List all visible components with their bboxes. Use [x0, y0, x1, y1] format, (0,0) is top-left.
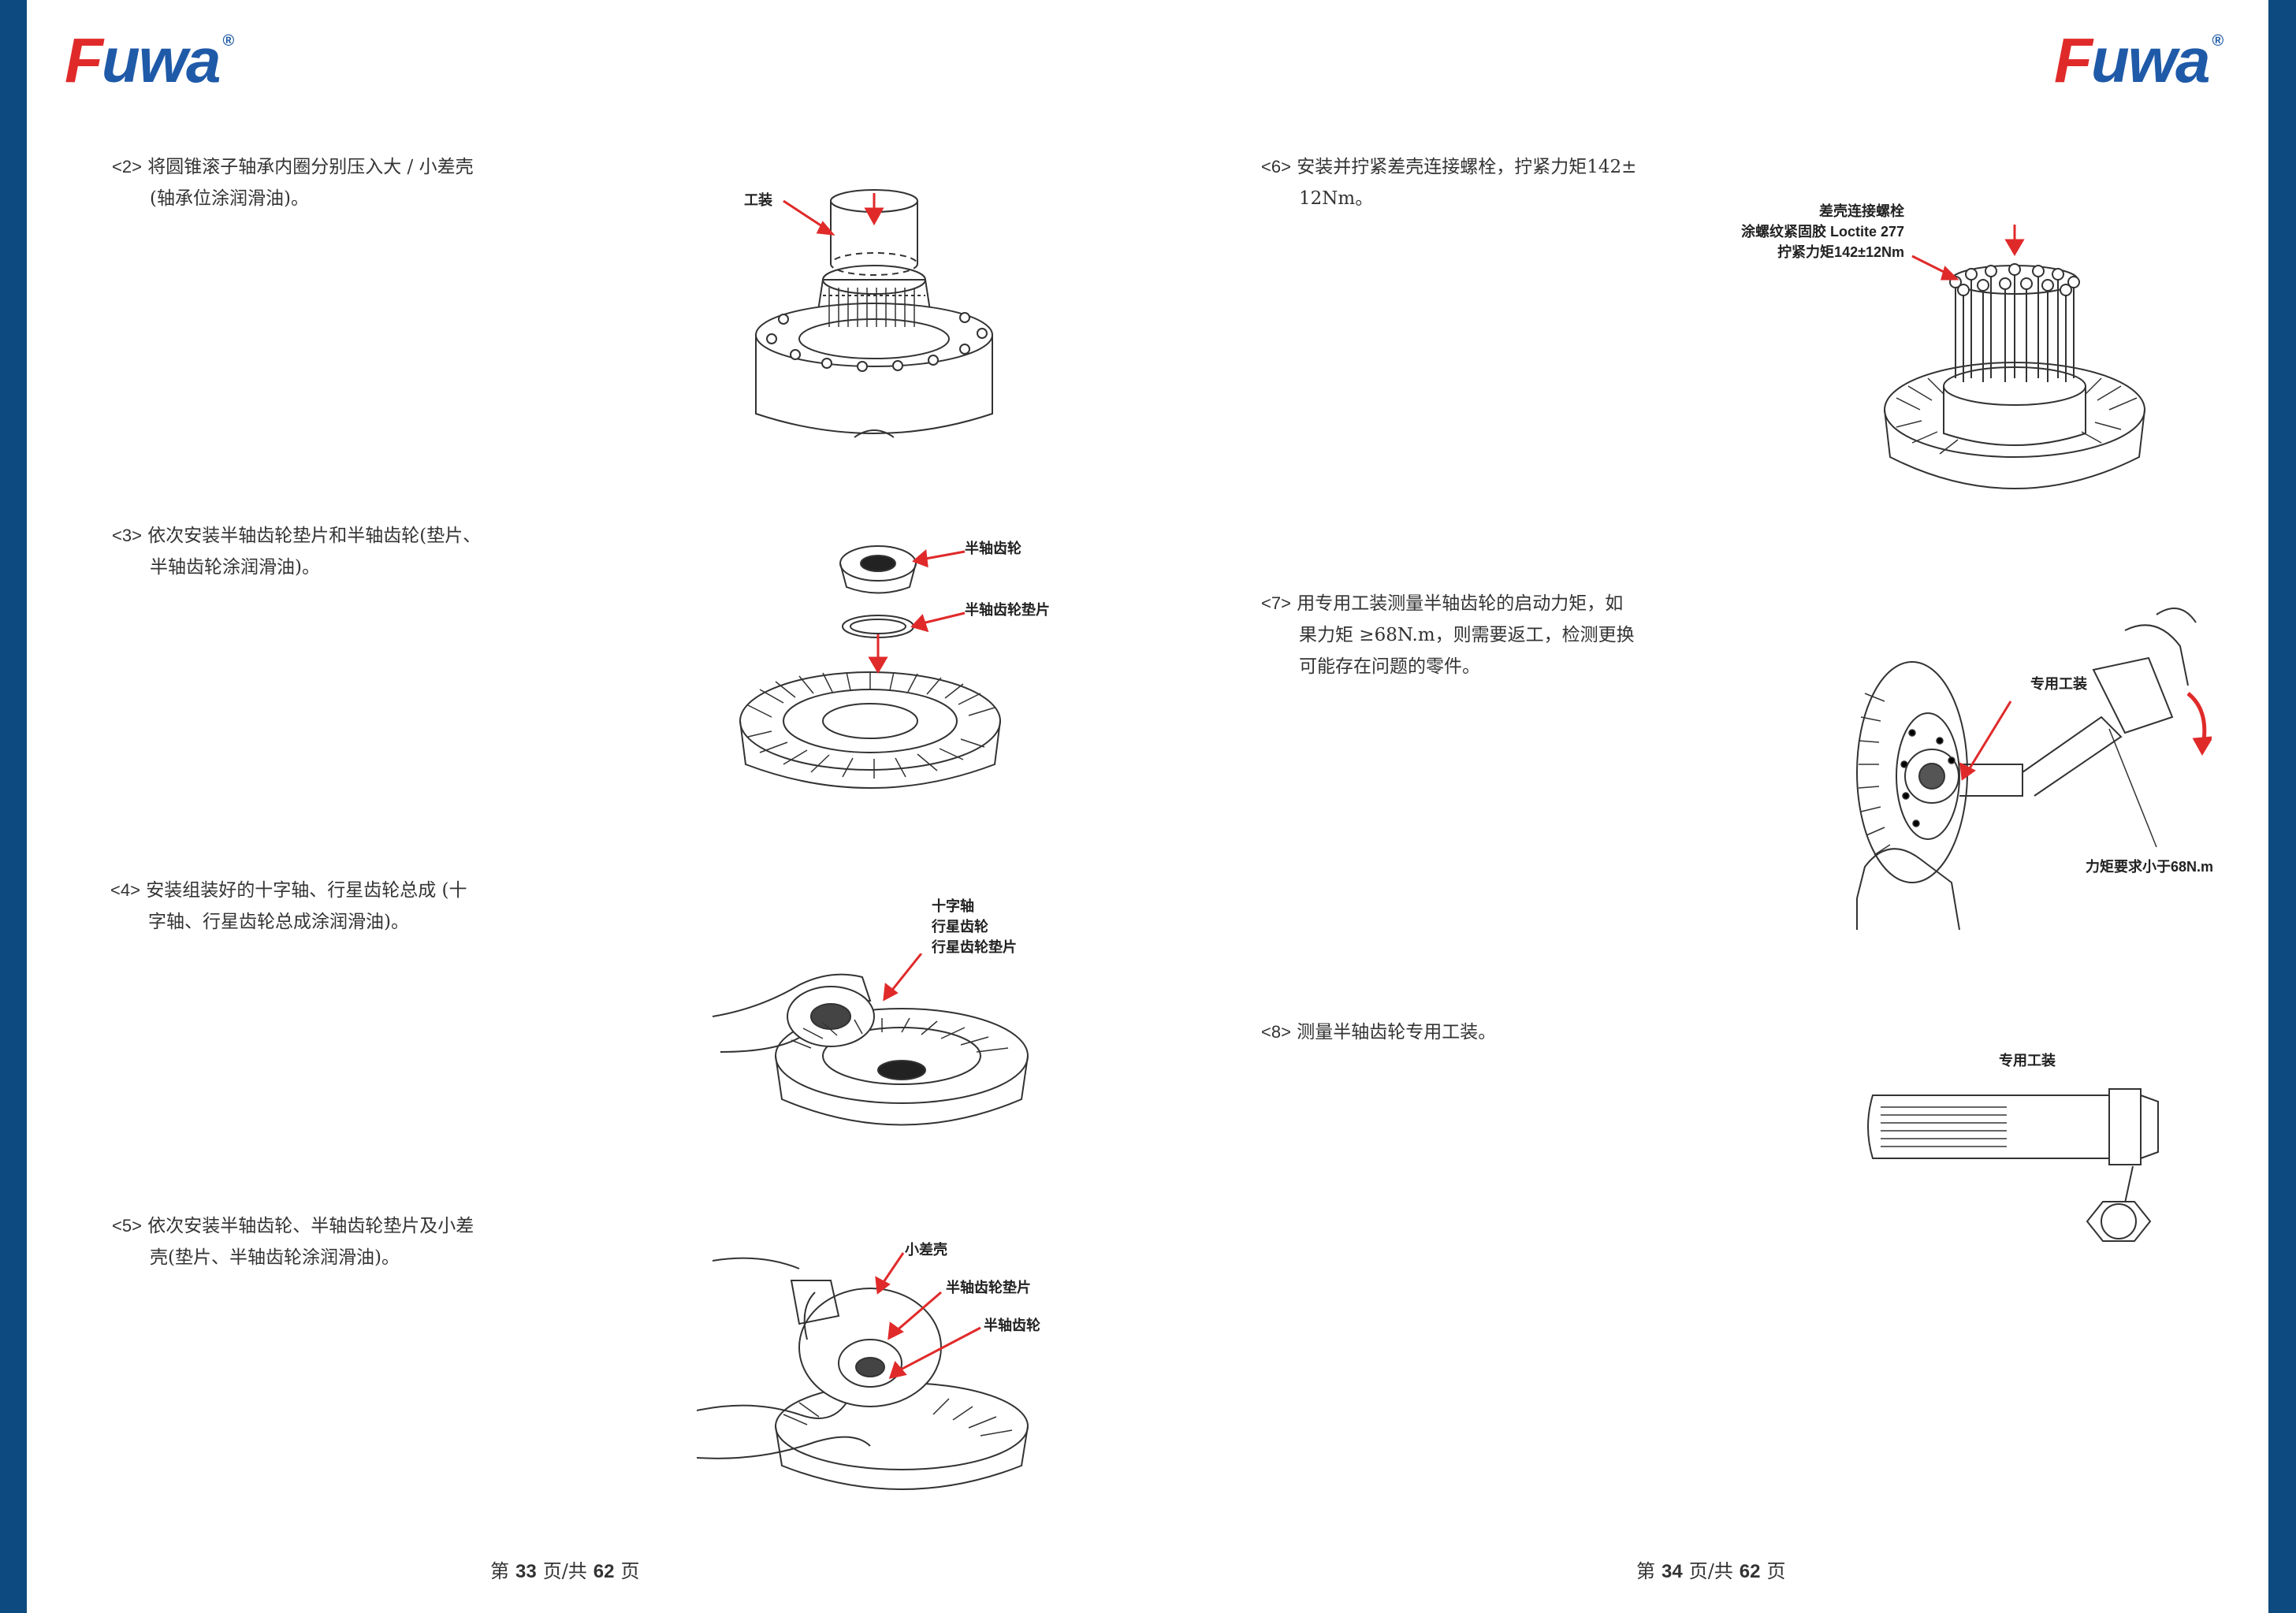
fig2-callout-tool: 工装 [744, 191, 772, 208]
footer-text: 页/共 [542, 1560, 587, 1582]
step-line: 可能存在问题的零件。 [1299, 656, 1480, 677]
step-8-text: <8> 测量半轴齿轮专用工装。 [1261, 1016, 1496, 1048]
step-number: <8> [1261, 1022, 1291, 1042]
step-line: 用专用工装测量半轴齿轮的启动力矩，如 [1297, 593, 1624, 614]
bearing-press-illustration [755, 189, 993, 438]
step-4-text: <4> 安装组装好的十字轴、行星齿轮总成 (十 字轴、行星齿轮总成涂润滑油)。 [110, 875, 467, 938]
step-line: 半轴齿轮涂润滑油)。 [150, 557, 320, 578]
logo-registered-mark: ® [222, 32, 234, 50]
logo-f: F [65, 25, 103, 95]
callout-text: 涂螺纹紧固胶 Loctite 277 [1741, 223, 1904, 240]
side-gear-washer-illustration [739, 545, 1001, 789]
logo-registered-mark: ® [2212, 32, 2223, 50]
footer-page-number: 33 [515, 1561, 537, 1582]
step-line: 安装并拧紧差壳连接螺栓，拧紧力矩142± [1297, 157, 1637, 177]
footer-total-pages: 62 [593, 1561, 615, 1582]
logo-rest: uwa [2090, 25, 2211, 95]
fig5-callouts: 小差壳 半轴齿轮垫片 半轴齿轮 [905, 1241, 1040, 1333]
callout-text: 行星齿轮 [932, 918, 988, 935]
footer-text: 第 [490, 1560, 509, 1582]
step-line: 依次安装半轴齿轮、半轴齿轮垫片及小差 [147, 1216, 474, 1236]
footer-page-number: 34 [1662, 1561, 1683, 1582]
special-tool-illustration [1867, 1088, 2159, 1242]
step-line: 依次安装半轴齿轮垫片和半轴齿轮(垫片、 [147, 526, 482, 546]
torque-measurement-illustration [1856, 608, 2212, 931]
step-line: 字轴、行星齿轮总成涂润滑油)。 [148, 912, 409, 932]
step-line: 壳(垫片、半轴齿轮涂润滑油)。 [150, 1247, 400, 1268]
step-line: 安装组装好的十字轴、行星齿轮总成 (十 [146, 880, 467, 901]
footer-text: 第 [1636, 1560, 1655, 1582]
step-line: 12Nm。 [1299, 188, 1374, 209]
fig8-callout: 专用工装 [1999, 1052, 2056, 1069]
step-number: <6> [1261, 157, 1291, 177]
callout-text: 小差壳 [905, 1241, 947, 1258]
step-number: <7> [1261, 593, 1291, 613]
callout-text: 半轴齿轮垫片 [946, 1279, 1031, 1295]
step-2-text: <2> 将圆锥滚子轴承内圈分别压入大 / 小差壳 (轴承位涂润滑油)。 [112, 151, 474, 214]
footer-text: 页 [1766, 1560, 1786, 1582]
fig3-callouts: 半轴齿轮 半轴齿轮垫片 [965, 540, 1050, 618]
step-number: <4> [110, 880, 140, 900]
step-7-text: <7> 用专用工装测量半轴齿轮的启动力矩，如 果力矩 ≥68N.m，则需要返工，… [1261, 588, 1635, 682]
callout-text: 力矩要求小于68N.m [2086, 858, 2213, 875]
footer-text: 页/共 [1688, 1560, 1733, 1582]
step-3-text: <3> 依次安装半轴齿轮垫片和半轴齿轮(垫片、 半轴齿轮涂润滑油)。 [112, 520, 481, 583]
step-5-text: <5> 依次安装半轴齿轮、半轴齿轮垫片及小差 壳(垫片、半轴齿轮涂润滑油)。 [112, 1210, 474, 1273]
step-line: 测量半轴齿轮专用工装。 [1297, 1022, 1497, 1043]
callout-text: 半轴齿轮 [984, 1317, 1040, 1333]
differential-bolts-illustration [1884, 225, 2145, 489]
callout-text: 专用工装 [1999, 1052, 2056, 1069]
callout-text: 专用工装 [2030, 675, 2087, 692]
callout-text: 半轴齿轮垫片 [965, 601, 1050, 618]
fig4-callouts: 十字轴 行星齿轮 行星齿轮垫片 [932, 898, 1017, 955]
callout-text: 拧紧力矩142±12Nm [1777, 243, 1904, 260]
footer-text: 页 [620, 1560, 640, 1582]
fig6-callouts: 差壳连接螺栓 涂螺纹紧固胶 Loctite 277 拧紧力矩142±12Nm [1741, 203, 1904, 260]
callout-text: 半轴齿轮 [965, 540, 1021, 556]
fig7-callouts: 专用工装 力矩要求小于68N.m [2030, 675, 2213, 875]
logo-f: F [2054, 25, 2093, 95]
footer-total-pages: 62 [1739, 1561, 1761, 1582]
step-number: <5> [112, 1216, 142, 1236]
cross-shaft-planet-gear-illustration [712, 953, 1029, 1126]
step-number: <2> [112, 157, 142, 177]
step-number: <3> [112, 526, 142, 545]
step-line: 果力矩 ≥68N.m，则需要返工，检测更换 [1299, 625, 1635, 645]
step-6-text: <6> 安装并拧紧差壳连接螺栓，拧紧力矩142± 12Nm。 [1261, 151, 1636, 214]
small-case-install-illustration [697, 1252, 1029, 1490]
step-line: 将圆锥滚子轴承内圈分别压入大 / 小差壳 [147, 157, 474, 177]
callout-text: 工装 [744, 191, 772, 208]
callout-text: 差壳连接螺栓 [1819, 203, 1904, 219]
callout-text: 行星齿轮垫片 [932, 938, 1017, 955]
callout-text: 十字轴 [932, 898, 974, 914]
logo-rest: uwa [101, 25, 221, 95]
step-line: (轴承位涂润滑油)。 [150, 188, 309, 209]
